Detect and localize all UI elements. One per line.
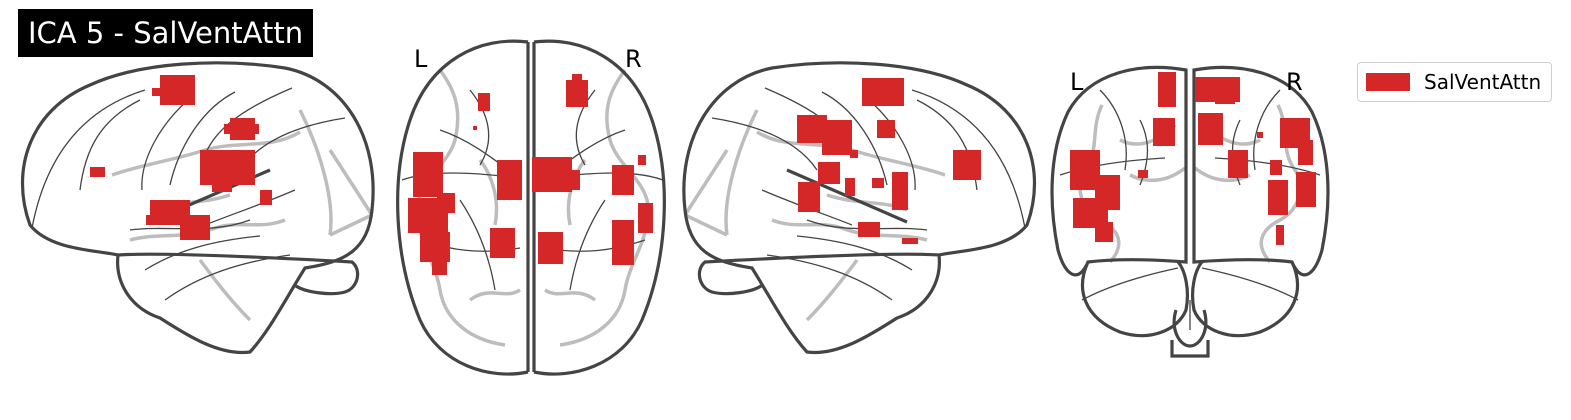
legend-swatch: [1366, 73, 1410, 91]
figure-title: ICA 5 - SalVentAttn: [18, 9, 314, 57]
axial-outline: [396, 39, 666, 376]
axial-view: [396, 39, 666, 376]
sagittal-right-outline: [682, 61, 1036, 355]
coronal-activation: [1070, 72, 1316, 245]
sagittal-right-sulci: [711, 87, 1026, 301]
axial-activation: [408, 74, 653, 275]
coronal-right-label: R: [1286, 68, 1303, 96]
legend-label: SalVentAttn: [1424, 70, 1542, 94]
axial-left-label: L: [414, 45, 428, 73]
sagittal-right-activation: [797, 78, 981, 244]
coronal-view: [1050, 65, 1330, 358]
sagittal-view-left: [21, 61, 375, 355]
legend: SalVentAttn: [1357, 62, 1553, 102]
sagittal-view-right: [682, 61, 1036, 355]
sagittal-left-sulci: [31, 87, 346, 301]
sagittal-left-outline: [21, 61, 375, 355]
axial-right-label: R: [625, 45, 642, 73]
coronal-left-label: L: [1070, 68, 1084, 96]
coronal-outline: [1050, 65, 1330, 358]
sagittal-left-activation: [90, 75, 272, 240]
